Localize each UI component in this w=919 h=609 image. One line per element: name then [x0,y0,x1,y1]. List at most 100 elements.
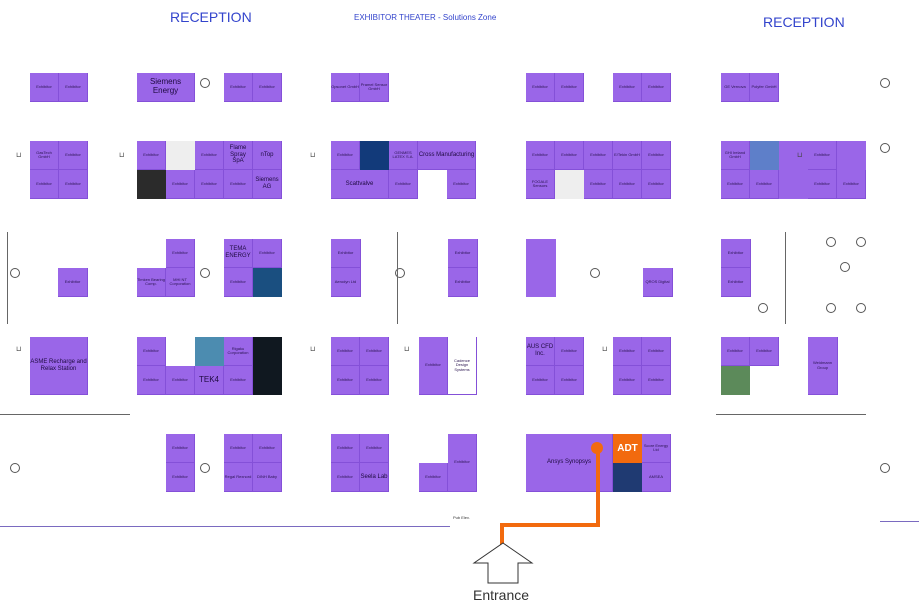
booth-siemens-energy[interactable]: Siemens Energy [137,73,195,102]
seating-circle [880,463,890,473]
booth-block-r1-c2b[interactable]: Exhibitor Exhibitor [224,73,282,102]
seating-circle [590,268,600,278]
seating-circle [10,463,20,473]
exhibitor-logo [166,141,195,170]
booth-label: E/Tekin GmbH [613,141,642,170]
exhibitor-logo [750,141,779,170]
seating-circle [880,143,890,153]
booth-label: GHI Ireland GmbH [721,141,750,170]
booth-block-r2-c5[interactable]: GHI Ireland GmbH Exhibitor Exhibitor Exh… [721,141,866,199]
booth-seela[interactable]: Exhibitor Exhibitor Exhibitor Seela Lab [331,434,389,492]
booth-block-r4-c4b[interactable]: Exhibitor Exhibitor Exhibitor Exhibitor [613,337,671,395]
route-line-vertical-left [500,523,504,545]
exhibitor-logo [360,141,389,170]
small-label: Pub Elev. [453,515,470,520]
boundary-line [0,526,450,527]
booth-label: Regal Rexnord [224,463,253,492]
booth-block-r3-c3b[interactable]: Exhibitor Exhibitor [448,239,478,297]
exhibitor-logo [58,239,88,268]
booth-block-r4-c5[interactable]: Exhibitor Exhibitor [721,337,779,395]
reception-label-left: RECEPTION [170,9,252,25]
booth-label: Polyfer GmbH [750,73,779,102]
booth-label: Cross Manufacturing [418,141,476,170]
chair-icon: ⊔ [602,346,608,353]
theater-label: EXHIBITOR THEATER - Solutions Zone [354,13,497,22]
entrance-label: Entrance [473,587,530,603]
booth-aerodyn[interactable]: Exhibitor Aerodyn Ltd [331,239,361,297]
chair-icon: ⊔ [404,346,410,353]
booth-label: AUS CFD Inc. [526,337,555,366]
booth-label: TEK4 [195,366,224,395]
booth-asme[interactable]: ASME Recharge and Relax Station [30,337,88,395]
seating-circle [758,303,768,313]
booth-block-r3-c2[interactable]: Exhibitor Timken Bearing Comp. MHI NT Co… [137,239,195,297]
booth-label: GENMES LATEX S.A. [389,141,418,170]
booth-label: AMSEA [642,463,671,492]
seating-circle [856,237,866,247]
route-line-vertical-right [596,448,600,525]
booth-aus-cfd[interactable]: AUS CFD Inc. Exhibitor Exhibitor Exhibit… [526,337,584,395]
booth-label: Aerodyn Ltd [331,268,361,297]
seating-circle [880,78,890,88]
booth-label: QROS Digital [643,268,673,297]
seating-circle [840,262,850,272]
wall-segment [785,232,786,324]
booth-block-r1-c1[interactable]: Exhibitor Exhibitor [30,73,88,102]
seating-circle [395,268,405,278]
booth-block-r3-c1[interactable]: Exhibitor [58,239,88,297]
booth-regal[interactable]: Exhibitor Exhibitor Regal Rexnord DINH B… [224,434,282,492]
booth-label: ASME Recharge and Relax Station [30,337,88,395]
seating-circle [856,303,866,313]
booth-cadence[interactable]: Exhibitor Cadence Design Systems [419,337,477,395]
booth-block-r5-c1[interactable]: Exhibitor Exhibitor [166,434,195,492]
booth-block-r2-c2[interactable]: Exhibitor Exhibitor Flame Spray SpA nTop… [137,141,282,199]
booth-score-energy[interactable]: ADT Score Energy Ltd AMSEA [613,434,671,492]
exhibitor-image [253,337,282,395]
booth-label: FOGALE Sensors [526,170,555,199]
booth-block-r4-c3[interactable]: Exhibitor Exhibitor Exhibitor Exhibitor [331,337,389,395]
reception-label-right: RECEPTION [763,14,845,30]
exhibitor-logo [419,434,448,463]
booth-label: GE Vernova [721,73,750,102]
booth-label: Siemens AG [253,170,282,199]
booth-ge-vernova[interactable]: GE Vernova Polyfer GmbH [721,73,779,102]
booth-label: Scattvalve [331,170,389,199]
chair-icon: ⊔ [797,152,803,159]
booth-block-r4-c2[interactable]: Exhibitor Rigaku Corporation Exhibitor E… [137,337,282,395]
seating-circle [200,268,210,278]
booth-label: MHI NT Corporation [166,268,195,297]
chair-icon: ⊔ [310,152,316,159]
booth-label: Timken Bearing Comp. [137,268,166,297]
booth-qros[interactable]: QROS Digital [643,239,673,297]
booth-block-r1-c4b[interactable]: Exhibitor Exhibitor [613,73,671,102]
booth-label: Flame Spray SpA [224,141,253,170]
exhibitor-logo [750,366,779,395]
booth-block-r2-c4[interactable]: Exhibitor Exhibitor Exhibitor E/Tekin Gm… [526,141,671,199]
booth-block-r2-c3[interactable]: Exhibitor GENMES LATEX S.A. Cross Manufa… [331,141,476,199]
booth-gastech[interactable]: GasTech GmbH Exhibitor Exhibitor Exhibit… [30,141,88,199]
booth-opsonet[interactable]: Opsonet GmbH Pramel Sensor GmbH [331,73,389,102]
chair-icon: ⊔ [119,152,125,159]
exhibitor-logo [137,239,166,268]
booth-tema-energy[interactable]: TEMA ENERGY Exhibitor Exhibitor [224,239,282,297]
booth-block-r1-c4[interactable]: Exhibitor Exhibitor [526,73,584,102]
exhibitor-image [721,366,750,395]
booth-block-r3-c4[interactable] [526,239,556,297]
exhibitor-logo [418,170,447,199]
booth-label: Seela Lab [360,463,389,492]
booth-block-r5-c3b[interactable]: Exhibitor Exhibitor [419,434,477,492]
booth-label: Score Energy Ltd [642,434,671,463]
exhibitor-image [195,337,224,366]
booth-block-r3-c5[interactable]: Exhibitor Exhibitor [721,239,751,297]
stage-outline [0,414,130,415]
booth-label: Rigaku Corporation [224,337,253,366]
booth-weidmann[interactable]: Weidmann Group [808,337,838,395]
seating-circle [826,303,836,313]
seating-circle [10,268,20,278]
seating-circle [826,237,836,247]
wall-segment [397,232,398,324]
booth-label: DINH Baby [253,463,282,492]
stage-outline [716,414,866,415]
seating-circle [200,78,210,88]
boundary-line [880,521,919,522]
